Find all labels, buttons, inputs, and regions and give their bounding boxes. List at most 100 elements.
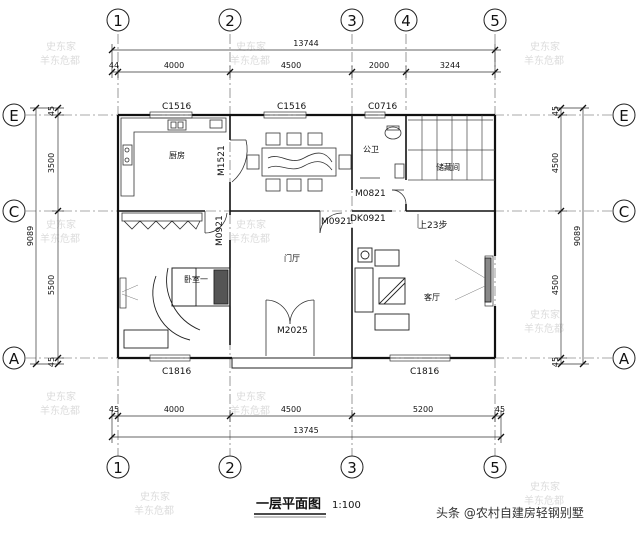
dim-bottom-seg-4: 45 [495,405,505,414]
label-m1521: M1521 [217,145,227,176]
dimension-lines [30,44,589,443]
room-kitchen: 厨房 [169,150,185,160]
label-m0921-mid: M0921 [321,217,352,227]
dim-bottom-seg-3: 5200 [413,405,433,414]
dim-right-seg-3: 4500 [551,275,560,295]
dim-left-seg-1: 45 [47,106,56,116]
dim-top-edge: 44 [109,61,119,70]
windows [119,111,494,362]
room-living: 客厅 [424,292,440,302]
opening-labels: C1516 C1516 C0716 C1816 C1816 M2025 M082… [162,102,439,377]
stamp-4b: 羊东危都 [40,232,80,245]
drawing-scale: 1:100 [332,500,361,511]
bathroom-fixtures [360,125,405,179]
axis-bottom-3: 3 [347,459,357,477]
dim-right-seg-1: 45 [551,106,560,116]
stamp-3: 史东家 [530,40,560,53]
axis-right-c: C [619,203,629,221]
dimension-texts-vertical: 9089 45 3500 5500 45 9089 45 4500 4500 4… [26,106,582,367]
axis-labels: 1 2 3 4 5 1 2 3 5 E C A E C A [9,12,630,477]
axis-top-1: 1 [113,12,123,30]
dim-right-seg-4: 45 [551,357,560,367]
label-c1516-left: C1516 [162,102,191,112]
label-m0821: M0821 [355,189,386,199]
label-c1816-left: C1816 [162,367,191,377]
wardrobe [121,212,203,230]
dining-table [246,132,352,192]
stamp-9b: 羊东危都 [134,504,174,517]
axis-top-3: 3 [347,12,357,30]
axis-left-e: E [9,107,18,125]
stamp-2: 史东家 [236,40,266,53]
label-c0716: C0716 [368,102,397,112]
dim-top-seg-4: 3244 [440,61,460,70]
stamp-1b: 羊东危都 [40,54,80,67]
room-stairs: 上23步 [418,220,447,231]
stamp-8: 史东家 [236,390,266,403]
stamp-6b: 羊东危都 [524,322,564,335]
room-bathroom: 公卫 [363,145,379,154]
dimension-ticks [32,46,587,441]
opening-labels-vertical: M1521 M0921 [215,145,227,246]
kitchen-counter [120,117,227,197]
exterior-walls [116,113,497,360]
watermark-stamps: 史东家 羊东危都 史东家 羊东危都 史东家 羊东危都 史东家 羊东危都 史东家 … [40,40,564,517]
dim-left-seg-2: 3500 [47,153,56,173]
axis-top-4: 4 [401,12,411,30]
stamp-10b: 羊东危都 [524,494,564,507]
axis-bottom-2: 2 [225,459,235,477]
label-m2025: M2025 [277,326,308,336]
stamp-5: 史东家 [236,218,266,231]
dim-right-seg-2: 4500 [551,153,560,173]
stamp-4: 史东家 [46,218,76,231]
view-lines [121,259,486,301]
stamp-7b: 羊东危都 [40,404,80,417]
axis-top-5: 5 [490,12,500,30]
stamp-7: 史东家 [46,390,76,403]
stamp-2b: 羊东危都 [230,54,270,67]
dim-bottom-seg-2: 4500 [281,405,301,414]
dim-bottom-seg-1: 4000 [164,405,184,414]
doors [204,139,407,356]
drawing-title: 一层平面图 [256,497,321,512]
entrance-step [231,357,353,369]
interior-walls [118,115,495,358]
stamp-1: 史东家 [46,40,76,53]
axis-right-e: E [619,107,628,125]
dim-top-seg-3: 2000 [369,61,389,70]
staircase [408,115,495,228]
axis-left-c: C [9,203,19,221]
dim-bottom-total: 13745 [293,426,318,435]
credit-watermark: 头条 @农村自建房轻钢别墅 [436,505,584,520]
room-hall: 门厅 [284,253,300,263]
dim-top-seg-2: 4500 [281,61,301,70]
axis-bubbles [2,8,636,479]
dim-left-seg-3: 5500 [47,275,56,295]
room-storage: 储藏间 [436,162,460,172]
dim-right-total: 9089 [573,226,582,246]
stamp-9: 史东家 [140,490,170,503]
axis-top-2: 2 [225,12,235,30]
dim-top-seg-1: 4000 [164,61,184,70]
stamp-6: 史东家 [530,308,560,321]
dimension-texts: 13744 44 4000 4500 2000 3244 13745 45 40… [109,39,505,435]
title-block: 一层平面图 1:100 [254,497,361,518]
label-dk0921: DK0921 [350,214,386,224]
label-c1516-mid: C1516 [277,102,306,112]
axis-right-a: A [619,350,630,368]
label-m0921-side: M0921 [215,215,225,246]
room-bedroom: 卧室一 [184,274,208,284]
bed [123,267,231,349]
label-c1816-right: C1816 [410,367,439,377]
axis-bottom-1: 1 [113,459,123,477]
stamp-3b: 羊东危都 [524,54,564,67]
stamp-8b: 羊东危都 [230,404,270,417]
axis-left-a: A [9,350,20,368]
stamp-5b: 羊东危都 [230,232,270,245]
stamp-10: 史东家 [530,480,560,493]
room-labels: 厨房 公卫 储藏间 卧室一 门厅 客厅 上23步 [169,145,460,302]
dim-left-total: 9089 [26,226,35,246]
axis-grid-lines [26,34,612,456]
